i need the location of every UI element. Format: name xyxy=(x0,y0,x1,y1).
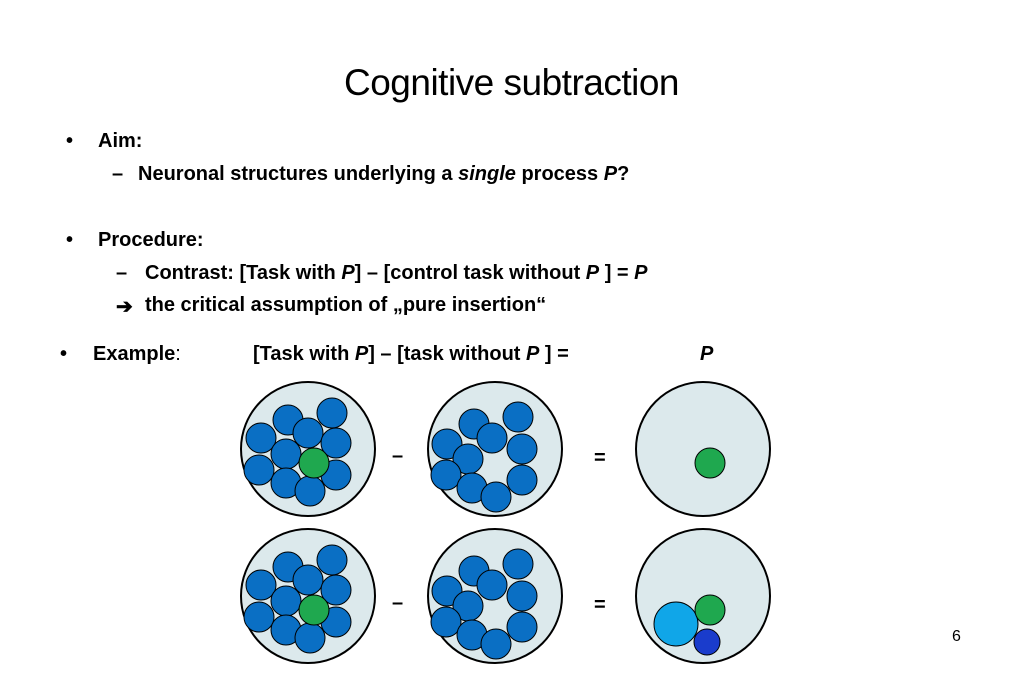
extra-activation-circle xyxy=(653,601,699,647)
bullet-dot: • xyxy=(60,343,68,365)
neuron-circle xyxy=(270,438,302,470)
neuron-circle xyxy=(316,397,348,429)
neuron-circle xyxy=(243,601,275,633)
procedure-label: Procedure: xyxy=(98,229,204,251)
neuron-circle xyxy=(292,564,324,596)
neuron-circle xyxy=(480,481,512,513)
neuron-circle xyxy=(294,475,326,507)
dash: – xyxy=(116,262,128,284)
neuron-circle xyxy=(292,417,324,449)
assumption-text: the critical assumption of „pure inserti… xyxy=(145,294,547,316)
neuron-circle xyxy=(476,422,508,454)
neuron-circle xyxy=(316,544,348,576)
neuron-circle xyxy=(480,628,512,660)
neuron-circle xyxy=(506,611,538,643)
equals-operator-1: = xyxy=(594,447,606,469)
example-label: Example: xyxy=(93,343,181,365)
extra-activation-circle xyxy=(693,628,721,656)
process-p-circle xyxy=(694,594,726,626)
process-p-circle xyxy=(298,447,330,479)
neuron-circle xyxy=(476,569,508,601)
equals-operator-2: = xyxy=(594,594,606,616)
process-p-circle xyxy=(298,594,330,626)
contrast-formula: Contrast: [Task with P] – [control task … xyxy=(145,262,648,284)
process-p-circle xyxy=(694,447,726,479)
neuron-circle xyxy=(430,606,462,638)
neuron-circle xyxy=(502,401,534,433)
neuron-circle xyxy=(506,433,538,465)
neuron-circle xyxy=(243,454,275,486)
neuron-circle xyxy=(506,464,538,496)
neuron-circle xyxy=(502,548,534,580)
example-result: P xyxy=(700,343,714,365)
neuron-circle xyxy=(294,622,326,654)
minus-operator-1: – xyxy=(392,445,404,467)
bullet-dot: • xyxy=(66,229,74,251)
neuron-circle xyxy=(270,585,302,617)
slide-title: Cognitive subtraction xyxy=(343,62,680,103)
cell-circle xyxy=(635,381,771,517)
page-number: 6 xyxy=(952,628,961,645)
neuron-circle xyxy=(320,427,352,459)
neuron-circle xyxy=(245,422,277,454)
arrow-right-icon: ➔ xyxy=(116,296,133,318)
neuron-circle xyxy=(320,574,352,606)
neuron-circle xyxy=(506,580,538,612)
minus-operator-2: – xyxy=(392,592,404,614)
dash: – xyxy=(112,163,124,185)
example-formula: [Task with P] – [task without P ] = xyxy=(253,343,569,365)
neuron-circle xyxy=(245,569,277,601)
neuron-circle xyxy=(430,459,462,491)
aim-subpoint: Neuronal structures underlying a single … xyxy=(138,163,630,185)
bullet-dot: • xyxy=(66,130,74,152)
aim-label: Aim: xyxy=(98,130,143,152)
